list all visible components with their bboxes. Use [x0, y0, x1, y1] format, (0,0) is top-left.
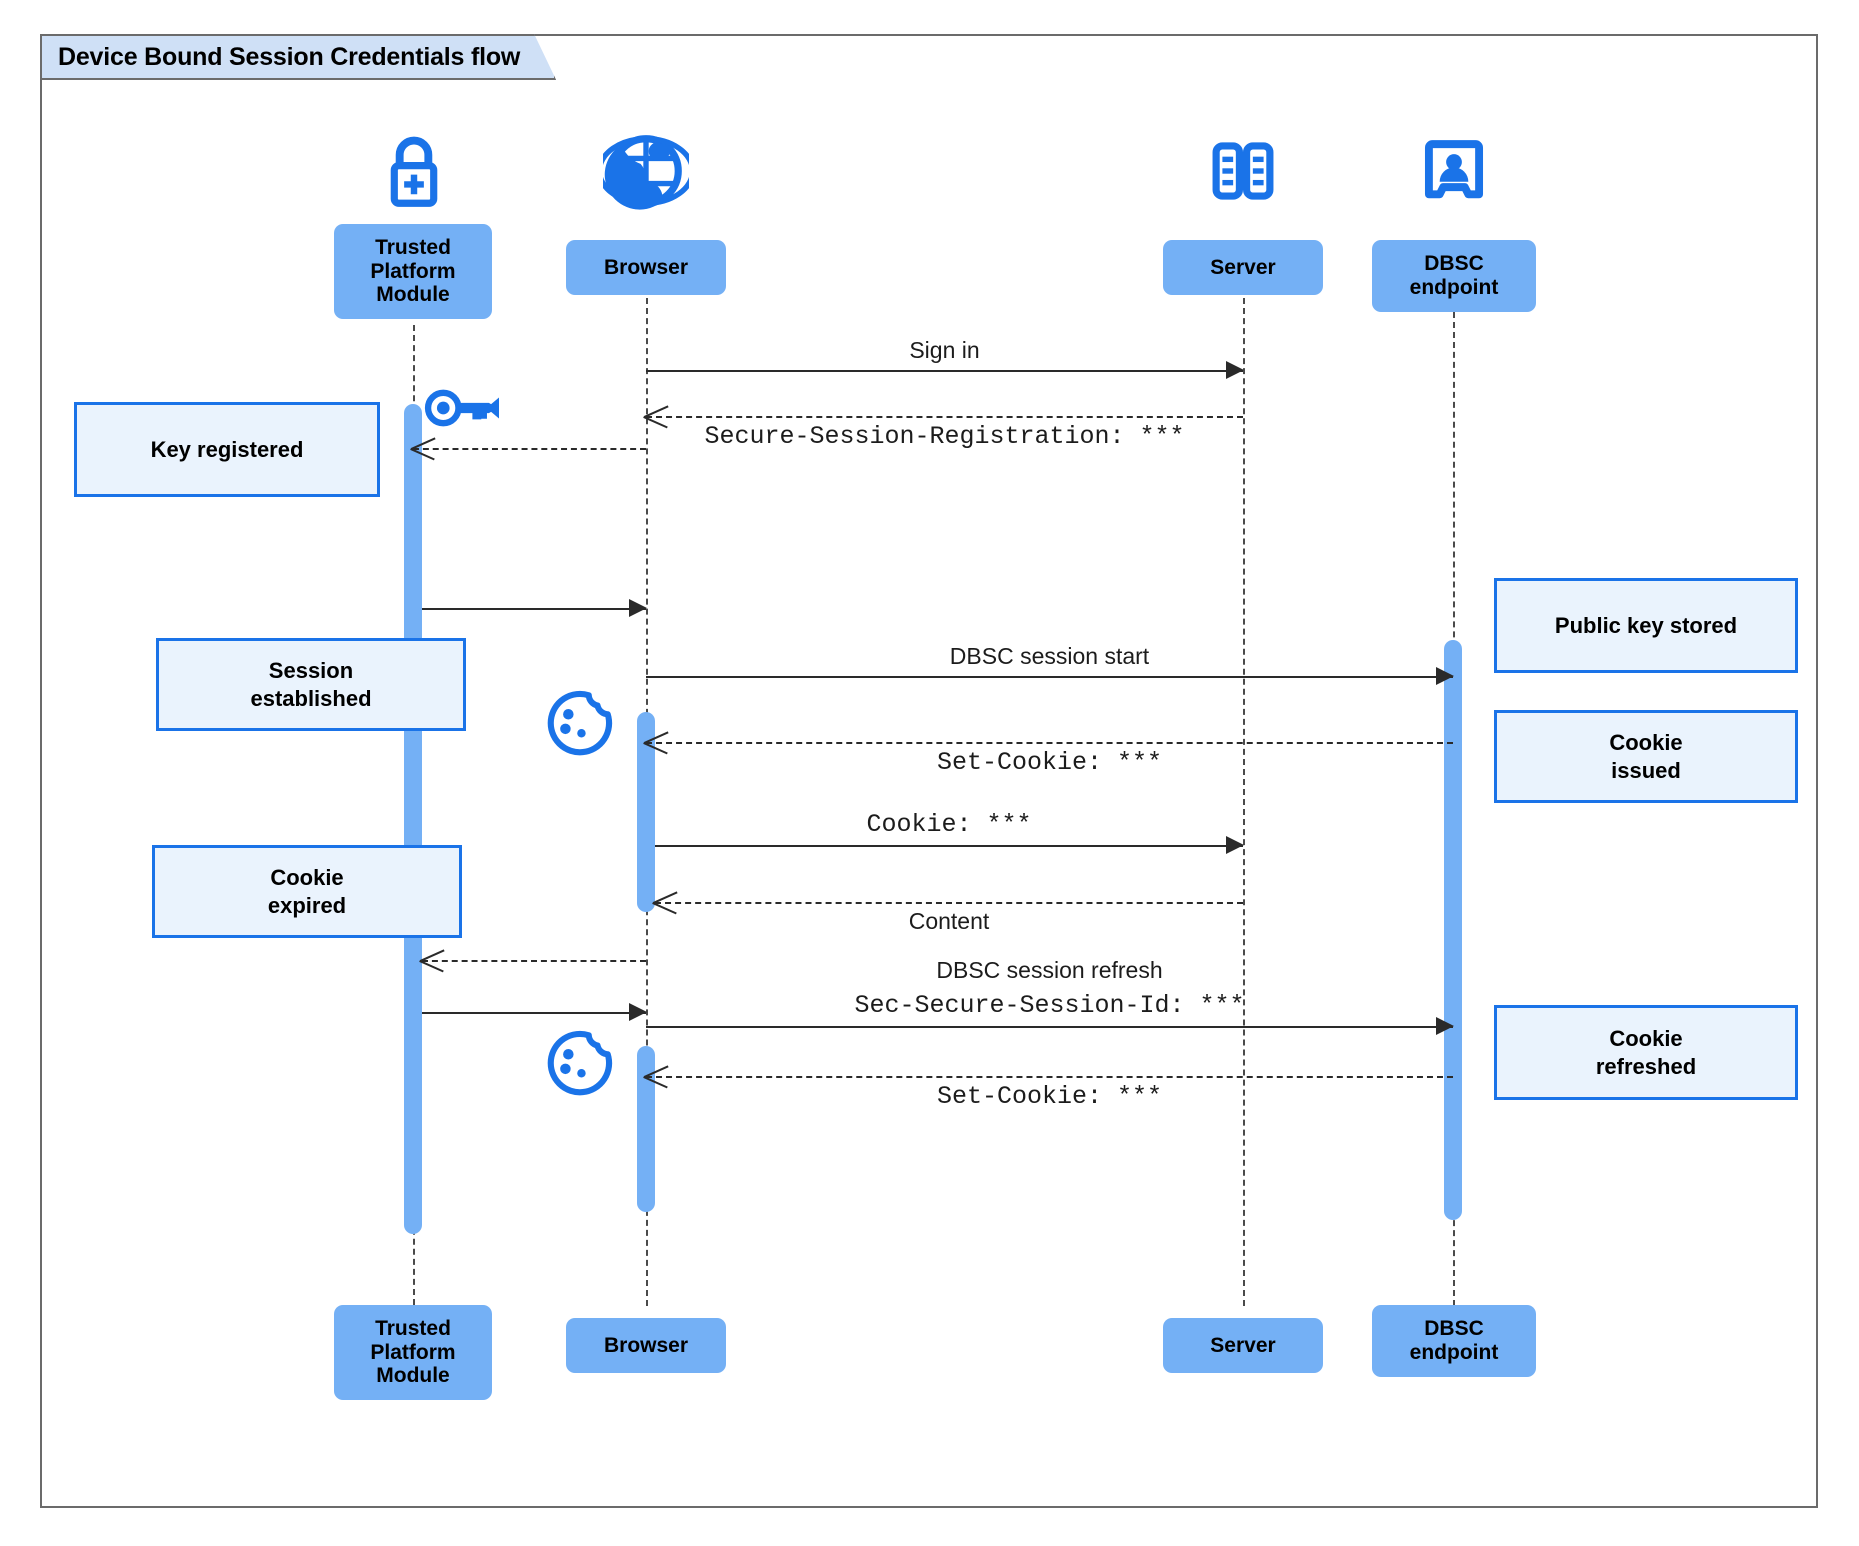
participant-label-browser: Browser — [603, 1333, 689, 1357]
message-line — [422, 1012, 646, 1014]
participant-header-browser[interactable]: Browser — [566, 240, 726, 295]
activation-bar-dbsc — [1444, 640, 1462, 1220]
arrowhead-right-icon — [1436, 1017, 1454, 1035]
id-badge-icon — [1411, 128, 1497, 219]
message-label: DBSC session start — [949, 643, 1150, 669]
key-icon — [423, 380, 503, 441]
lifeline-server — [1243, 278, 1245, 1306]
diagram-frame — [40, 34, 1818, 1508]
message-label-line2: Sec-Secure-Session-Id: *** — [854, 991, 1245, 1020]
activation-bar-tpm — [404, 404, 422, 1234]
diagram-title-tab: Device Bound Session Credentials flow — [40, 34, 556, 80]
message-label: Cookie: *** — [866, 810, 1032, 839]
server-rack-icon — [1200, 128, 1286, 219]
message-line — [646, 370, 1243, 372]
participant-footer-server[interactable]: Server — [1163, 1318, 1323, 1373]
message-line — [646, 416, 1243, 418]
message-line — [646, 1076, 1453, 1078]
message-label-line1: DBSC session refresh — [936, 957, 1163, 983]
note-text: Public key stored — [1554, 612, 1738, 638]
cookie-icon — [545, 1028, 615, 1103]
note-key-registered: Key registered — [74, 402, 380, 497]
activation-bar-browser-1 — [637, 712, 655, 912]
message-label: Secure-Session-Registration: *** — [704, 422, 1185, 451]
arrowhead-right-icon — [1226, 361, 1244, 379]
lock-plus-icon — [371, 128, 457, 219]
message-label: Set-Cookie: *** — [936, 748, 1163, 777]
message-line — [646, 1026, 1453, 1028]
arrowhead-right-icon — [629, 1003, 647, 1021]
arrowhead-right-icon — [1226, 836, 1244, 854]
message-label: Sign in — [909, 337, 980, 363]
participant-label-server: Server — [1210, 255, 1276, 279]
arrowhead-left-open-icon — [420, 946, 446, 974]
message-line — [655, 845, 1243, 847]
message-line — [646, 742, 1453, 744]
arrowhead-right-icon — [1436, 667, 1454, 685]
participant-label-browser: Browser — [603, 255, 689, 279]
note-text: Key registered — [150, 436, 304, 462]
arrowhead-right-icon — [629, 599, 647, 617]
message-line — [646, 676, 1453, 678]
message-label: Set-Cookie: *** — [936, 1082, 1163, 1111]
message-line — [655, 902, 1243, 904]
globe-icon — [596, 128, 696, 219]
participant-label-server: Server — [1210, 1333, 1276, 1357]
diagram-title: Device Bound Session Credentials flow — [58, 42, 521, 71]
message-line — [422, 608, 646, 610]
message-line — [413, 448, 646, 450]
message-label: Content — [908, 908, 990, 934]
message-line — [422, 960, 646, 962]
participant-footer-browser[interactable]: Browser — [566, 1318, 726, 1373]
cookie-icon — [545, 688, 615, 763]
note-public-key-stored: Public key stored — [1494, 578, 1798, 673]
participant-header-server[interactable]: Server — [1163, 240, 1323, 295]
